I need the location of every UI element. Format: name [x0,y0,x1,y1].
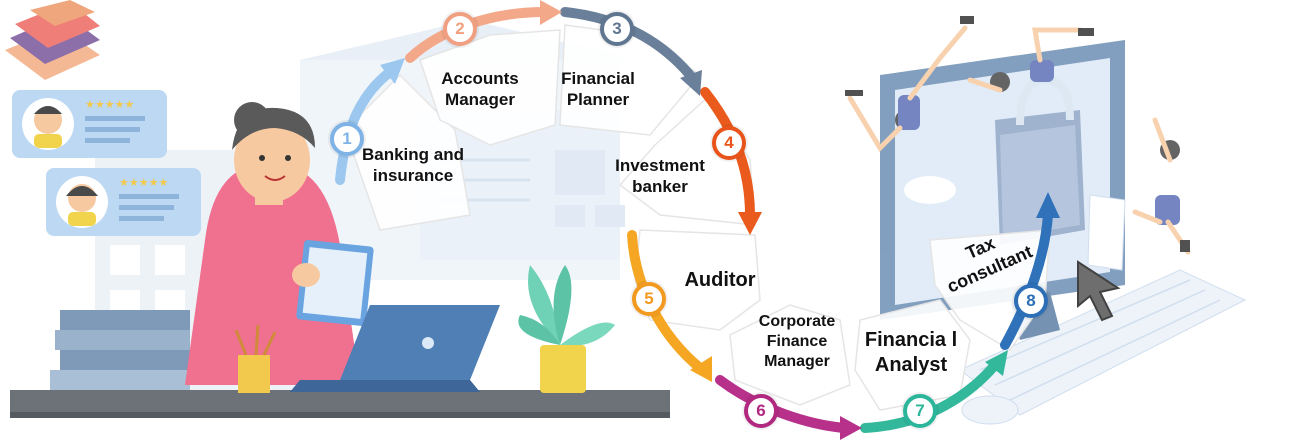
segment-5 [634,229,761,331]
book-stack-top [5,0,100,80]
step-label-2: Accounts Manager [441,69,519,110]
step-number-5: 5 [632,282,666,316]
svg-text:★★★★★: ★★★★★ [85,98,134,111]
step-label-5: Auditor [684,269,756,291]
review-card-2: ★★★★★ [46,168,201,236]
woman-figure [185,102,374,385]
step-number-3: 3 [600,12,634,46]
step-label-3: Financial Planner [561,69,635,110]
arrow-7 [860,360,1000,433]
laptop [290,305,500,392]
book-stack-desk [50,310,190,390]
svg-text:★★★★★: ★★★★★ [119,176,168,189]
step-number-4: 4 [712,126,746,160]
arrow-6 [715,375,850,433]
step-number-2: 2 [443,12,477,46]
step-label-6: Corporate Finance Manager [758,313,836,370]
potted-plant [518,265,615,393]
pencil-cup [234,324,277,393]
step-label-4: Investment banker [615,156,705,197]
step-number-1: 1 [330,122,364,156]
arrow-1 [335,67,395,185]
step-label-1: Banking and insurance [361,145,464,186]
step-number-8: 8 [1014,284,1048,318]
arrow-8 [1000,210,1053,350]
arrow-3 [560,7,695,80]
arrowheads [380,0,1060,440]
step-number-7: 7 [903,394,937,428]
step-label-7: Financia l Analyst [864,329,958,376]
desk [10,390,670,416]
segment-6 [729,304,851,406]
segment-2 [419,29,561,146]
review-card-1: ★★★★★ [12,90,167,158]
step-number-6: 6 [744,394,778,428]
